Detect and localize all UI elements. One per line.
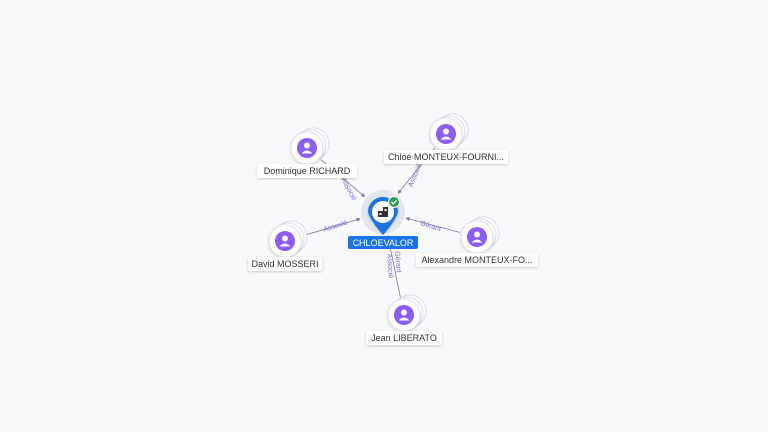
edge-role-label: Associé <box>385 253 394 278</box>
edge-role-label: Gérant <box>393 251 401 273</box>
nodes-layer: Dominique RICHARD Chloé MONTEUX-FOURNI...… <box>248 113 538 345</box>
person-name: Dominique RICHARD <box>264 166 351 176</box>
person-name: Chloé MONTEUX-FOURNI... <box>388 152 504 162</box>
person-node-david[interactable]: David MOSSERI <box>248 220 322 271</box>
node-label-box <box>257 164 357 178</box>
company-name: CHLOEVALOR <box>353 238 414 248</box>
edge-role-label: Gérant <box>419 220 442 233</box>
person-icon <box>467 227 487 247</box>
node-label-box <box>384 150 508 164</box>
person-name: Alexandre MONTEUX-FO... <box>421 255 532 265</box>
person-icon <box>297 138 317 158</box>
person-node-dominique[interactable]: Dominique RICHARD <box>257 127 357 178</box>
person-icon <box>394 305 414 325</box>
edge-role-label: Associé <box>339 177 357 202</box>
building-icon <box>378 207 388 217</box>
center-node[interactable]: CHLOEVALOR <box>348 190 418 249</box>
edge-role-label: Associé <box>408 163 424 188</box>
person-node-jean[interactable]: Jean LIBERATO <box>366 294 442 345</box>
node-label-box <box>366 331 442 345</box>
node-label-box <box>248 257 322 271</box>
node-label-box <box>416 253 538 267</box>
person-node-chloe[interactable]: Chloé MONTEUX-FOURNI... <box>384 113 508 164</box>
edge-role-label: Associé <box>323 219 349 233</box>
check-badge-icon <box>388 196 400 208</box>
person-name: David MOSSERI <box>251 259 318 269</box>
edge-alexandre <box>405 217 460 233</box>
person-node-alexandre[interactable]: Alexandre MONTEUX-FO... <box>416 216 538 267</box>
edge-david <box>302 217 361 237</box>
person-icon <box>275 231 295 251</box>
person-icon <box>436 124 456 144</box>
person-name: Jean LIBERATO <box>371 333 437 343</box>
center-label-box <box>348 236 418 249</box>
